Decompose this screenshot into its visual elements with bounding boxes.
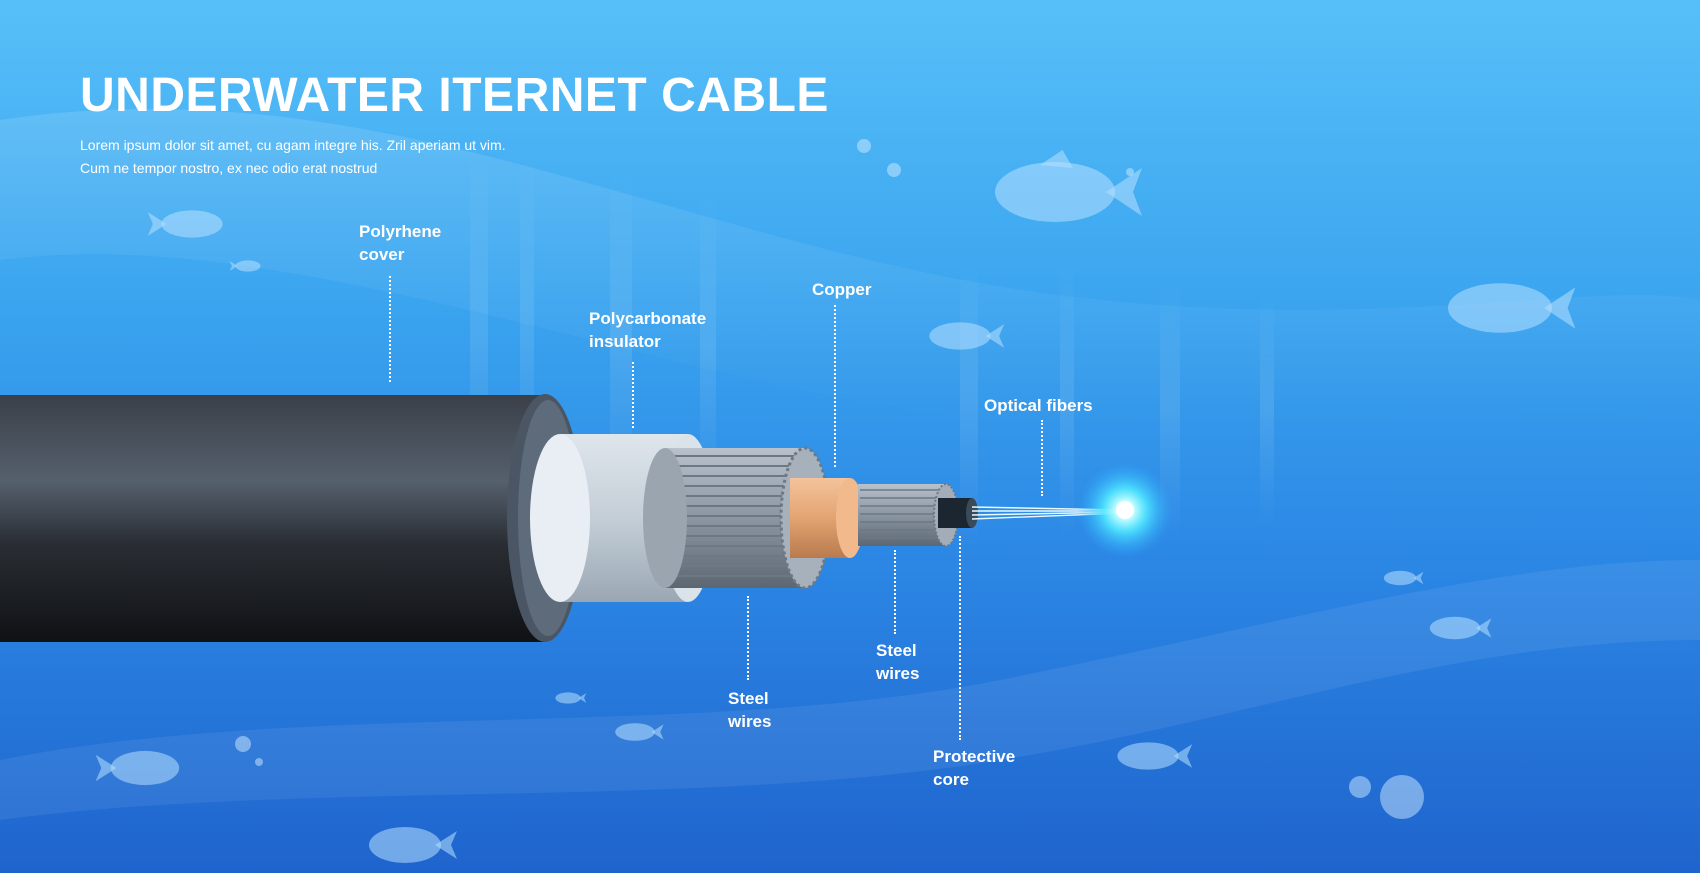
label-line: Steel xyxy=(876,641,917,660)
label-line: Polyrhene xyxy=(359,222,442,241)
water-waves xyxy=(0,108,1700,820)
leader-line xyxy=(389,276,391,382)
leader-line xyxy=(632,362,634,428)
cable xyxy=(0,394,1173,642)
label-line: wires xyxy=(728,712,772,731)
label-line: Steel xyxy=(728,689,769,708)
fish-icon xyxy=(929,322,1005,350)
leader-line xyxy=(959,536,961,740)
leader-line xyxy=(834,305,836,467)
label-line: wires xyxy=(876,664,920,683)
fish-icon xyxy=(1383,570,1424,586)
page-subtitle: Lorem ipsum dolor sit amet, cu agam inte… xyxy=(80,134,620,180)
label-optical-fibers: Optical fibers xyxy=(984,394,1093,417)
label-copper: Copper xyxy=(812,278,872,301)
protective-core xyxy=(938,498,978,528)
label-line: Polycarbonate xyxy=(589,309,707,328)
leader-line xyxy=(747,596,749,680)
outer-steel-wires xyxy=(643,446,831,590)
bubbles xyxy=(235,139,1424,819)
subtitle-line: Lorem ipsum dolor sit amet, cu agam inte… xyxy=(80,137,506,153)
fish-group xyxy=(95,150,1576,863)
leader-line xyxy=(894,550,896,634)
fish-icon xyxy=(95,750,180,786)
label-line: core xyxy=(933,770,969,789)
fish-icon xyxy=(369,827,457,863)
fish-icon xyxy=(229,260,261,272)
label-polyrhene-cover: Polyrhene cover xyxy=(359,220,441,266)
page-title: UNDERWATER ITERNET CABLE xyxy=(80,69,829,122)
fish-icon xyxy=(1429,616,1492,640)
polyrhene-sheath xyxy=(0,395,545,642)
label-steel-wires-outer: Steel wires xyxy=(728,687,771,733)
label-line: Copper xyxy=(812,280,872,299)
subtitle-line: Cum ne tempor nostro, ex nec odio erat n… xyxy=(80,160,378,176)
fish-icon xyxy=(555,692,587,704)
label-line: Protective xyxy=(933,747,1016,766)
fish-icon xyxy=(1448,283,1576,333)
label-line: insulator xyxy=(589,332,661,351)
fish-icon xyxy=(1117,742,1193,770)
fish-icon xyxy=(995,150,1142,222)
label-steel-wires-inner: Steel wires xyxy=(876,639,919,685)
label-protective-core: Protective core xyxy=(933,745,1015,791)
label-polycarbonate-insulator: Polycarbonate insulator xyxy=(589,307,706,353)
copper-layer xyxy=(790,478,864,558)
fish-icon xyxy=(147,210,223,238)
label-line: cover xyxy=(359,245,405,264)
label-line: Optical fibers xyxy=(984,396,1093,415)
fish-icon xyxy=(615,723,664,741)
leader-line xyxy=(1041,420,1043,496)
